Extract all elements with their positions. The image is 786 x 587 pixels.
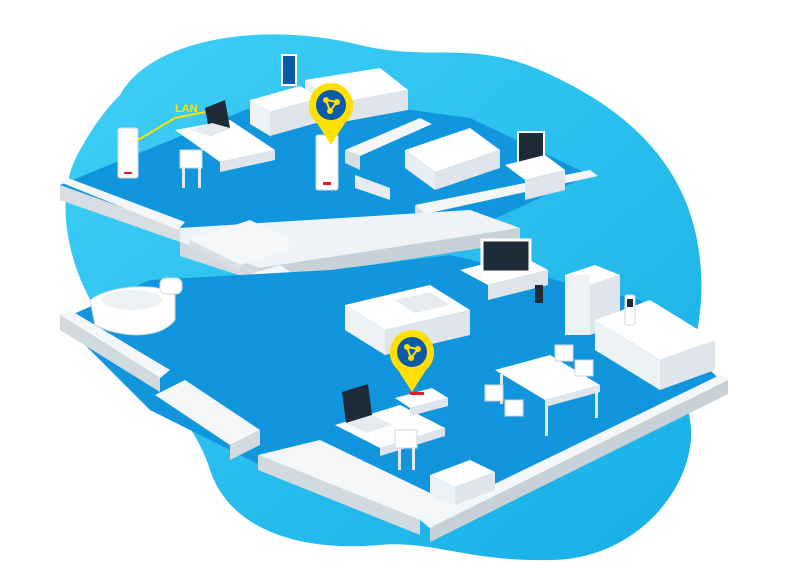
mesh-network-pin-icon	[389, 329, 435, 392]
router-icon	[395, 388, 448, 416]
mesh-repeater-icon	[315, 134, 339, 191]
lan-cable	[137, 111, 206, 141]
desk-lower	[335, 405, 445, 470]
tv-icon	[460, 238, 548, 303]
small-monitor-icon	[505, 131, 565, 200]
tablet-icon	[281, 54, 297, 86]
laptop-icon	[190, 100, 230, 136]
mesh-network-pin-icon	[308, 82, 354, 145]
lower-floor-slab	[60, 255, 720, 505]
bathtub	[89, 277, 183, 336]
upper-front-wall	[60, 185, 180, 242]
cabinet-lower	[430, 460, 495, 505]
dresser-upper	[250, 86, 320, 136]
mesh-repeater-icon	[117, 127, 139, 179]
lan-label: LAN	[175, 103, 198, 115]
laptop-icon	[342, 384, 392, 433]
cordless-phone-icon	[624, 294, 636, 326]
upper-divider-wall	[345, 118, 432, 156]
chair-dining	[484, 344, 594, 417]
lower-floor	[60, 238, 728, 542]
chair-upper	[179, 149, 203, 188]
bed-middle	[405, 128, 500, 190]
